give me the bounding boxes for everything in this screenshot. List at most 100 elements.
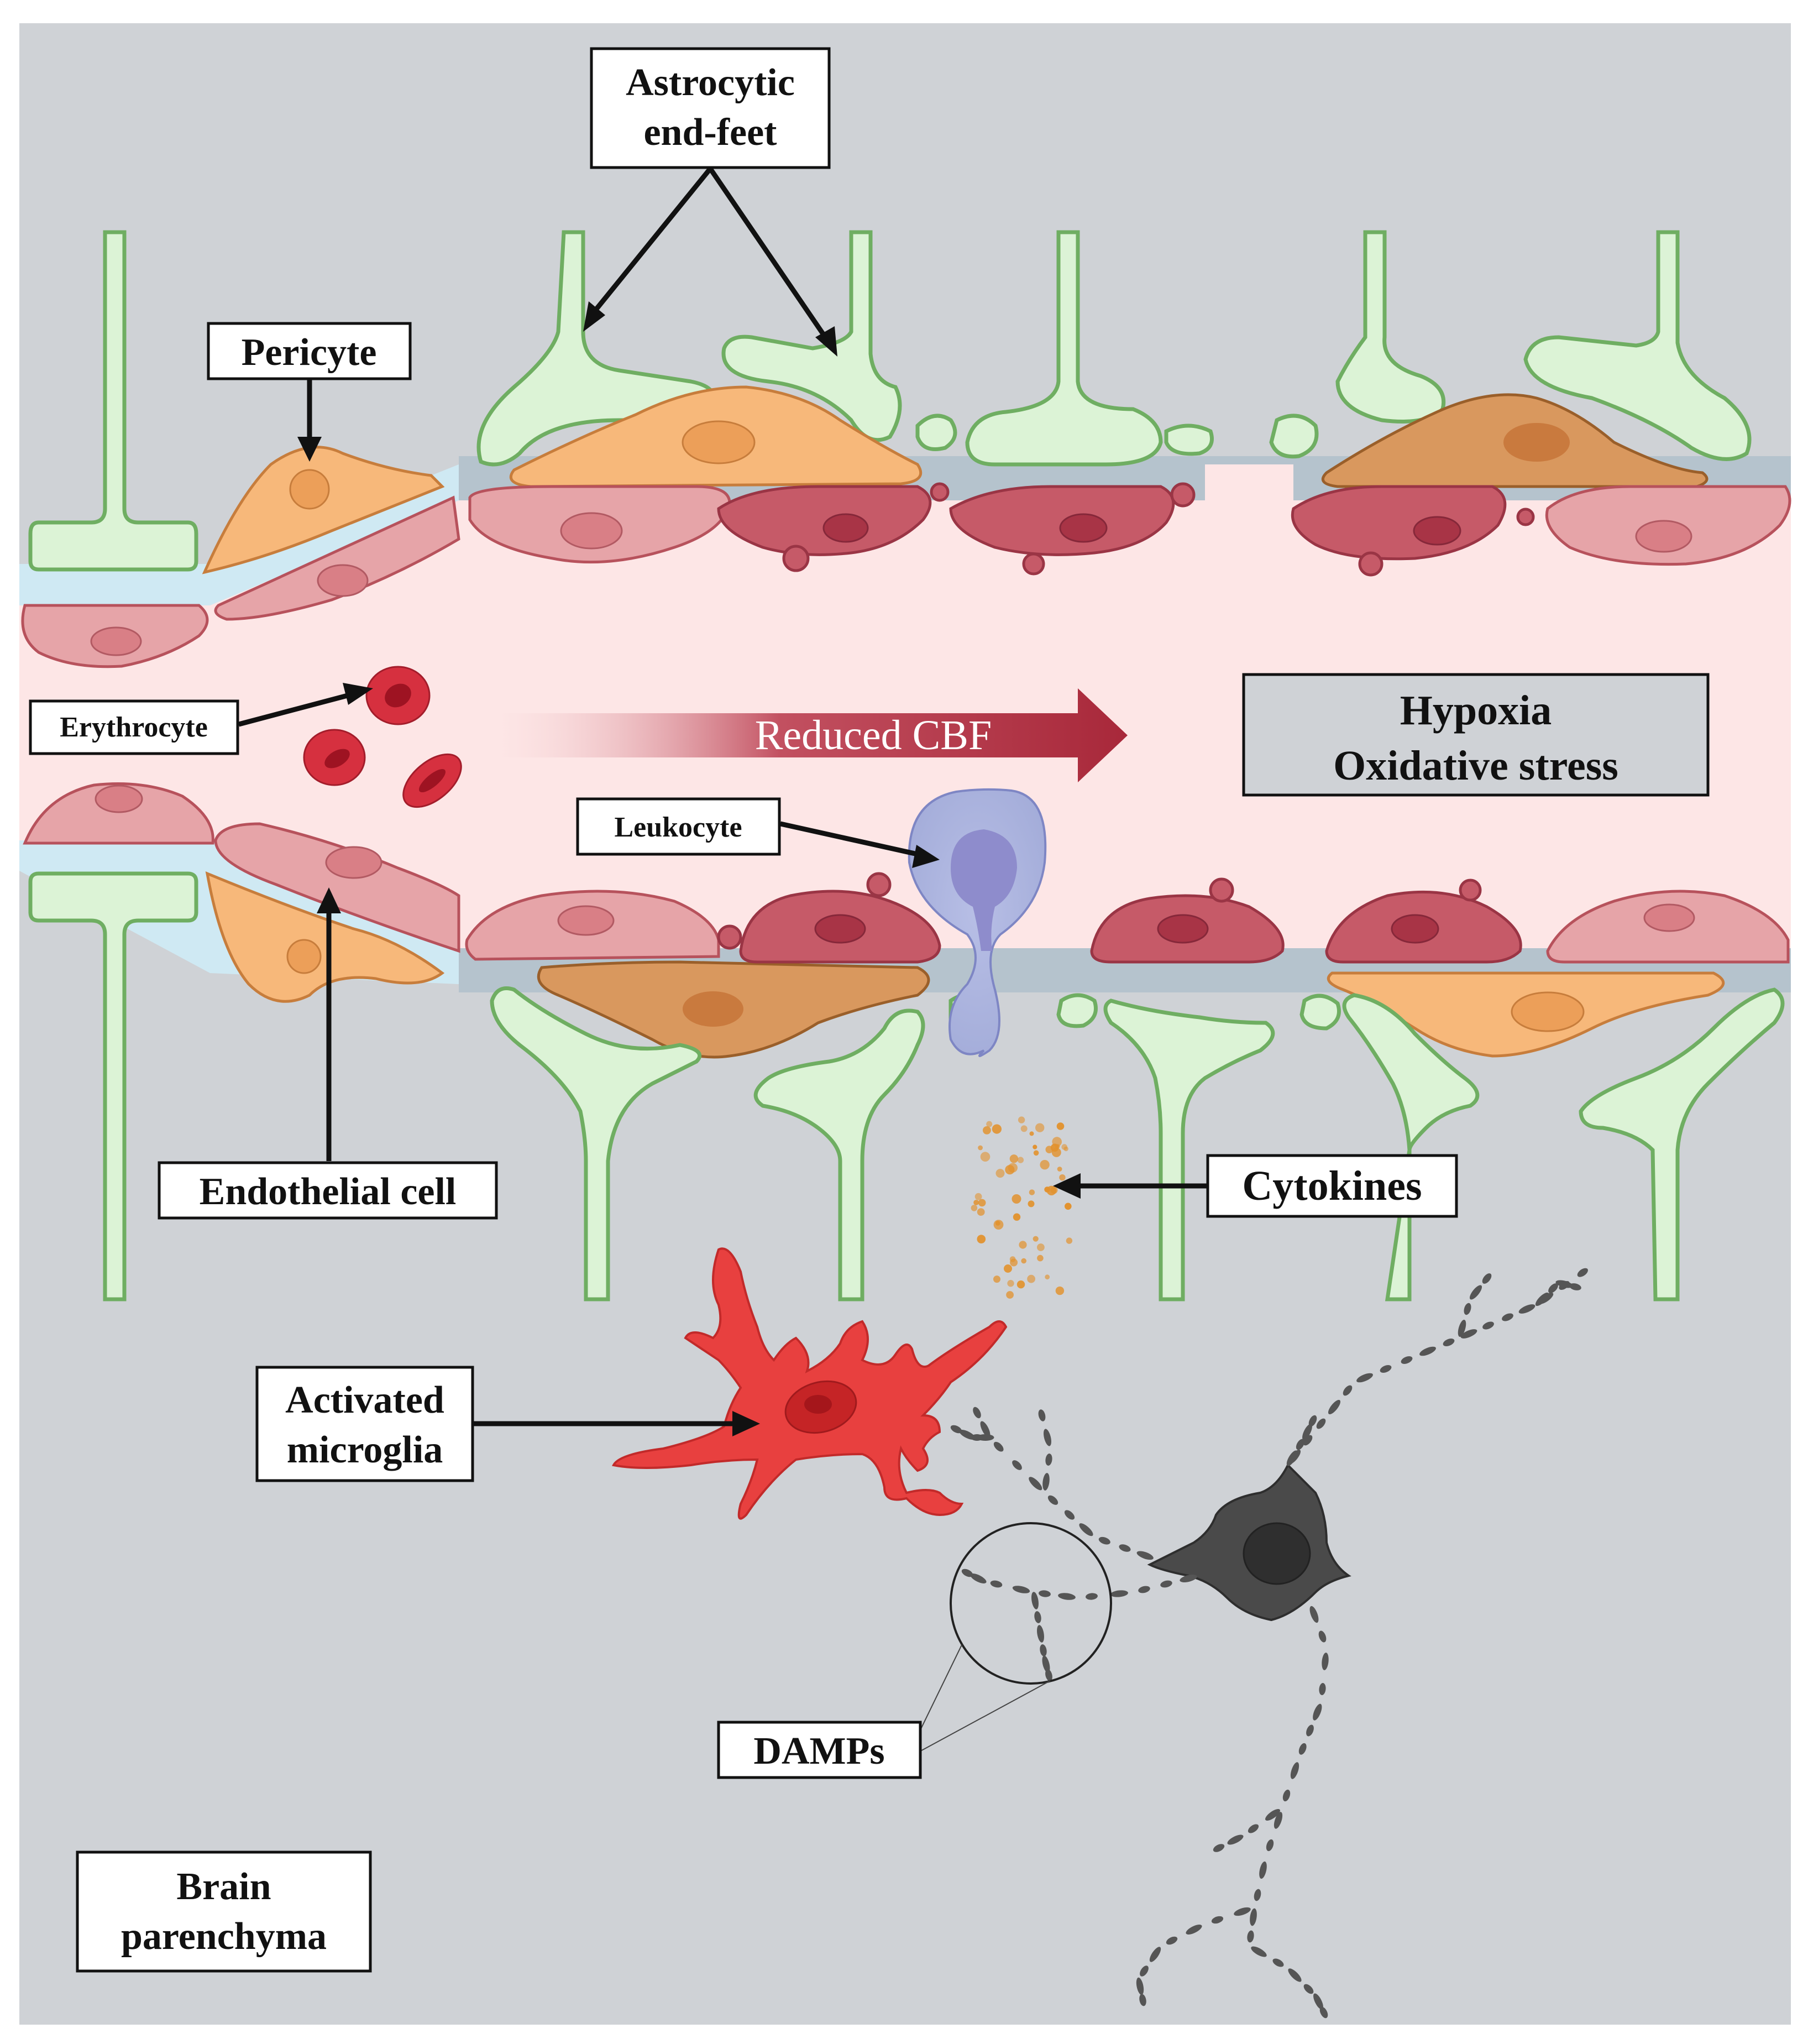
neurite-fragment [1045, 1669, 1052, 1681]
neurite-fragment [1343, 1385, 1353, 1396]
cytokine-particle [1059, 1174, 1066, 1181]
neurite-fragment [1058, 1593, 1076, 1600]
astrocyte-bottom-4 [1342, 993, 1480, 1301]
cytokine-particle [978, 1145, 983, 1151]
neurite-fragment [1518, 1304, 1536, 1314]
cytokine-particle [1007, 1280, 1014, 1287]
activated-microglia [612, 1247, 1008, 1520]
magnifier-line-2 [917, 1680, 1051, 1753]
label-activated-microglia: Activated microglia [255, 1366, 474, 1482]
neurite-fragment [1029, 1477, 1042, 1491]
neurite-fragment [1044, 1429, 1051, 1446]
neurite-fragment [1535, 1292, 1549, 1306]
neurite-fragment [1303, 1435, 1313, 1446]
cytokine-particle [1021, 1258, 1026, 1264]
neurite-fragment [1577, 1268, 1588, 1277]
neurite-fragment [1186, 1925, 1202, 1935]
pericyte-nucleus-bottom-right [1511, 991, 1585, 1032]
label-text: Cytokines [1242, 1163, 1422, 1209]
cytokine-particle [1017, 1157, 1024, 1163]
cytokine-particle [1035, 1123, 1045, 1132]
cytokine-particle [1029, 1189, 1035, 1195]
neurite-fragment [1288, 1968, 1302, 1982]
neurite-fragment [1180, 1575, 1197, 1582]
neurite-fragment [1138, 1586, 1150, 1593]
cytokine-particle [995, 1169, 1005, 1178]
neurite-fragment [1290, 1762, 1299, 1779]
cytokine-particle [1037, 1254, 1044, 1262]
label-text-line2: microglia [287, 1429, 443, 1471]
astrocyte-bottom-1 [490, 986, 702, 1301]
neurite-fragment [1040, 1644, 1047, 1656]
neurite-fragment [1034, 1611, 1041, 1623]
endothelial-debris [1170, 482, 1196, 508]
cytokine-particle [1016, 1280, 1025, 1289]
neurite-fragment [1247, 1930, 1254, 1943]
neurite-fragment [1318, 1630, 1327, 1643]
endothelial-nucleus [95, 785, 143, 813]
astrocyte-fragment-a [915, 414, 957, 451]
astrocyte-fragment-f [1299, 994, 1341, 1031]
endothelial-debris [1022, 552, 1045, 576]
blood-gap-top [1205, 464, 1293, 503]
cytokine-particle [986, 1121, 993, 1127]
neurite-fragment [1380, 1365, 1392, 1373]
cytokine-particle [992, 1124, 1002, 1134]
neurite-fragment [980, 1421, 991, 1437]
endothelial-nucleus [317, 564, 369, 597]
neurite-fragment [1286, 1450, 1298, 1466]
neurite-fragment [1502, 1313, 1513, 1321]
cytokine-particle [1040, 1160, 1050, 1170]
neurite-fragment [1251, 1946, 1267, 1957]
neurite-fragment [1136, 1551, 1154, 1560]
cytokine-particle [983, 1126, 991, 1135]
label-box [1206, 1154, 1458, 1218]
neurite-fragments [950, 1268, 1588, 2019]
endothelial-cell-left-bottom [23, 782, 214, 845]
astrocyte-top-3 [965, 230, 1163, 467]
neurite-fragment [1482, 1321, 1494, 1330]
neurite-fragment [1443, 1339, 1455, 1346]
cytokines [971, 1116, 1078, 1299]
neurite-fragment [1045, 1454, 1052, 1466]
neurite-fragment [1569, 1283, 1581, 1290]
neurite-fragment [1265, 1809, 1280, 1821]
arrow-erythrocyte [238, 691, 355, 727]
neurite-fragment [1303, 1984, 1314, 1994]
pericytes-top [202, 385, 1709, 574]
endothelial-nucleus-damaged [814, 914, 866, 944]
cytokine-particle [1012, 1194, 1021, 1204]
neurite-fragment [1110, 1590, 1128, 1597]
neurite-fragment [1309, 1606, 1319, 1623]
cytokine-particle [1055, 1286, 1065, 1295]
neurite-fragment [970, 1573, 987, 1583]
label-text: Erythrocyte [60, 712, 208, 743]
astrocyte-bottom-5 [1579, 987, 1785, 1301]
cytokine-particle [1013, 1213, 1021, 1221]
microglia-body [612, 1247, 1008, 1520]
label-box [1242, 673, 1710, 797]
cytokine-particle [1018, 1116, 1025, 1123]
cytokine-particle [977, 1235, 986, 1243]
endothelial-cells-top [21, 482, 1791, 668]
neurite-fragment [1322, 1653, 1329, 1670]
neurite-fragment [1098, 1536, 1110, 1545]
label-text-line1: Hypoxia [1400, 687, 1552, 734]
cytokine-particle [1033, 1150, 1039, 1156]
endothelial-nucleus-damaged [1391, 914, 1439, 944]
label-astrocytic-end-feet: Astrocytic end-feet [590, 47, 831, 169]
neurite-fragment [1266, 1839, 1274, 1852]
neurite-fragment [1555, 1280, 1573, 1288]
arrowhead [297, 437, 322, 462]
cytokine-particle [993, 1275, 1000, 1283]
neurite-fragment [993, 1441, 1004, 1452]
astrocyte-fragment-e [1056, 993, 1098, 1028]
erythrocytes [303, 666, 462, 808]
cytokine-particle [1009, 1256, 1016, 1262]
label-hypoxia-oxidative-stress: Hypoxia Oxidative stress [1242, 673, 1710, 797]
erythrocyte-center [418, 769, 446, 793]
endothelial-cell-bottom-pericyte-adjacent [214, 822, 460, 953]
astrocyte-bottom-2 [753, 1008, 925, 1301]
label-box [158, 1161, 498, 1220]
